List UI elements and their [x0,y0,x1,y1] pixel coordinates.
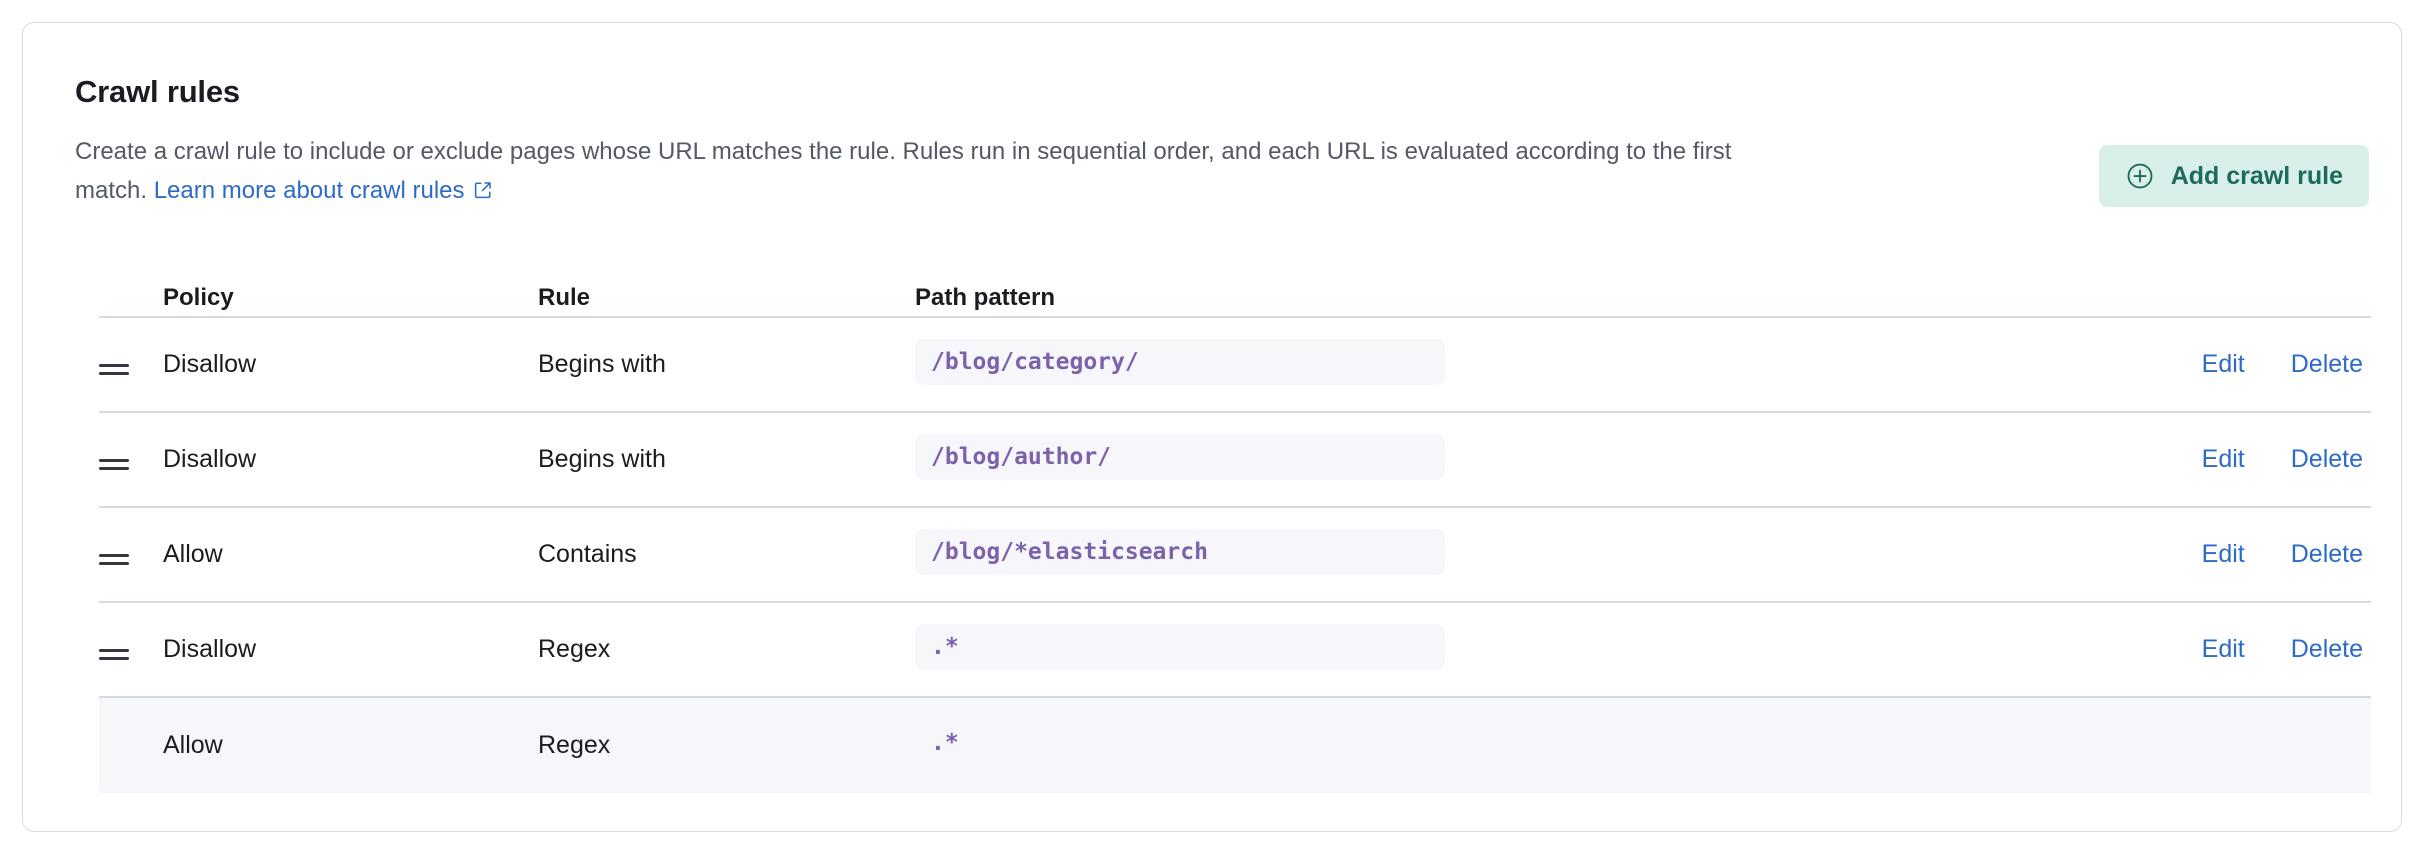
drag-handle-cell [99,354,163,375]
cell-path-pattern: .* [915,720,2071,772]
table-header-row: Policy Rule Path pattern [99,276,2371,318]
path-pattern-code: /blog/*elasticsearch [915,528,1445,576]
cell-policy: Disallow [163,350,257,378]
card-description: Create a crawl rule to include or exclud… [75,132,1755,212]
cell-path-pattern: /blog/category/ [915,338,2071,391]
cell-policy: Allow [163,731,223,759]
plus-in-circle-icon [2125,161,2155,191]
drag-handle-icon[interactable] [99,554,129,565]
cell-policy: Allow [163,540,223,568]
external-link-icon [473,173,493,212]
edit-button[interactable]: Edit [2201,445,2245,473]
cell-actions: Edit Delete [2071,540,2371,569]
table-row: Disallow Begins with/blog/author/Edit Dele… [99,413,2371,508]
cell-policy: Disallow [163,635,257,663]
card-header: Crawl rules Create a crawl rule to inclu… [23,23,2401,212]
table-row: Disallow Begins with/blog/category/Edit De… [99,318,2371,413]
cell-path-pattern: .* [915,623,2071,676]
drag-handle-icon[interactable] [99,459,129,470]
edit-button[interactable]: Edit [2201,635,2245,663]
drag-handle-icon[interactable] [99,364,129,375]
cell-rule: Regex [538,731,611,759]
table-row: Allow Contains/blog/*elasticsearch Edit Del… [99,508,2371,603]
delete-button[interactable]: Delete [2290,635,2363,663]
crawl-rules-card: Crawl rules Create a crawl rule to inclu… [22,22,2402,832]
delete-button[interactable]: Delete [2290,350,2363,378]
drag-handle-cell [99,544,163,565]
cell-rule: Begins with [538,350,666,378]
cell-path-pattern: /blog/author/ [915,433,2071,486]
learn-more-link[interactable]: Learn more about crawl rules [153,177,465,205]
path-pattern-code: /blog/category/ [915,338,1445,386]
table-row: Allow Regex .* [99,698,2371,793]
drag-handle-cell [99,639,163,660]
cell-path-pattern: /blog/*elasticsearch [915,528,2071,581]
cell-rule: Begins with [538,445,666,473]
header-path-pattern: Path pattern [915,284,1056,311]
cell-actions: Edit Delete [2071,350,2371,379]
cell-actions: Edit Delete [2071,635,2371,664]
add-crawl-rule-label: Add crawl rule [2170,161,2343,190]
path-pattern-code: /blog/author/ [915,433,1445,481]
header-rule: Rule [538,284,591,311]
drag-handle-icon[interactable] [99,649,129,660]
delete-button[interactable]: Delete [2290,540,2363,568]
cell-policy: Disallow [163,445,257,473]
path-pattern-code: .* [931,729,959,756]
add-crawl-rule-button[interactable]: Add crawl rule [2098,145,2369,207]
table-row: Disallow Regex .* Edit Delete [99,603,2371,698]
description-text: Create a crawl rule to include or exclud… [75,138,1732,205]
edit-button[interactable]: Edit [2201,540,2245,568]
edit-button[interactable]: Edit [2201,350,2245,378]
path-pattern-code: .* [915,623,1445,671]
page-title: Crawl rules [75,74,240,109]
delete-button[interactable]: Delete [2290,445,2363,473]
cell-actions: Edit Delete [2071,445,2371,474]
header-policy: Policy [163,284,234,311]
cell-rule: Contains [538,540,637,568]
cell-rule: Regex [538,635,611,663]
drag-handle-cell [99,449,163,470]
